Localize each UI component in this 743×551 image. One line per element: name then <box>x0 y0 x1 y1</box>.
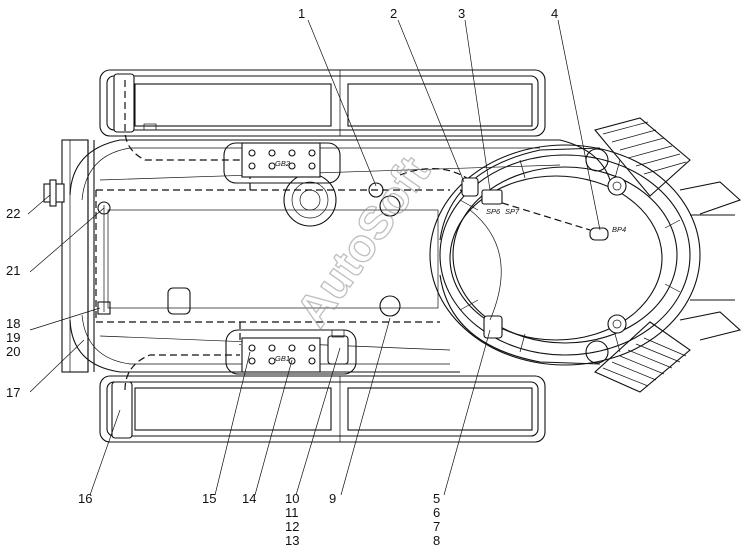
callout-7: 7 <box>433 519 440 534</box>
leader-lines <box>27 19 601 496</box>
label-sp7: SP7 <box>505 207 520 216</box>
label-sp6: SP6 <box>486 207 501 216</box>
callout-1: 1 <box>298 6 305 21</box>
callout-13: 13 <box>285 533 299 548</box>
callout-21: 21 <box>6 263 20 278</box>
callout-20: 20 <box>6 344 20 359</box>
steps-upper <box>594 117 742 215</box>
callout-numbers: 1 2 3 4 5 6 7 8 9 10 11 12 13 14 15 16 1… <box>6 6 558 548</box>
callout-4: 4 <box>551 6 558 21</box>
battery-gb1 <box>225 329 357 375</box>
upper-track <box>99 69 546 137</box>
label-gb1: GB1 <box>275 354 290 363</box>
callout-11: 11 <box>285 505 299 520</box>
callout-14: 14 <box>242 491 256 506</box>
callout-6: 6 <box>433 505 440 520</box>
rear-bumper <box>43 139 89 373</box>
callout-3: 3 <box>458 6 465 21</box>
label-bp4: BP4 <box>612 225 626 234</box>
callout-12: 12 <box>285 519 299 534</box>
steps-lower <box>594 311 742 393</box>
label-gb2: GB2 <box>275 159 291 168</box>
boom-stub <box>690 214 735 301</box>
callout-18: 18 <box>6 316 20 331</box>
callout-16: 16 <box>78 491 92 506</box>
callout-15: 15 <box>202 491 216 506</box>
callout-10: 10 <box>285 491 299 506</box>
battery-gb2 <box>223 142 341 184</box>
callout-5: 5 <box>433 491 440 506</box>
callout-2: 2 <box>390 6 397 21</box>
callout-8: 8 <box>433 533 440 548</box>
callout-19: 19 <box>6 330 20 345</box>
lower-track <box>99 375 546 443</box>
callout-17: 17 <box>6 385 20 400</box>
callout-22: 22 <box>6 206 20 221</box>
slewing-ring <box>429 144 701 366</box>
callout-9: 9 <box>329 491 336 506</box>
